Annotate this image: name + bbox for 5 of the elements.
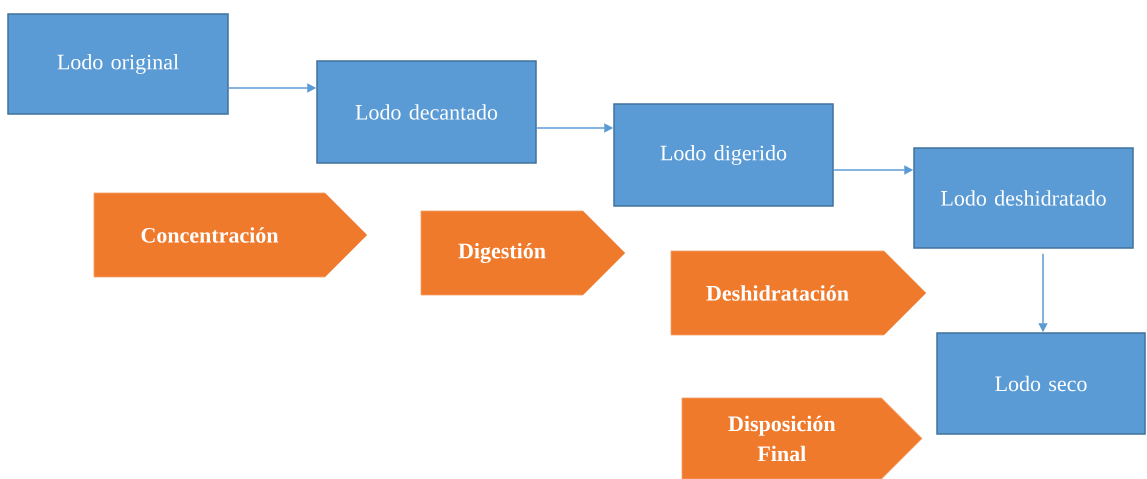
process-box: Lodo original xyxy=(7,13,229,115)
process-box: Lodo digerido xyxy=(613,103,834,207)
process-box: Lodo deshidratado xyxy=(913,147,1134,249)
process-box: Lodo seco xyxy=(936,332,1146,435)
process-box: Lodo decantado xyxy=(316,60,537,164)
